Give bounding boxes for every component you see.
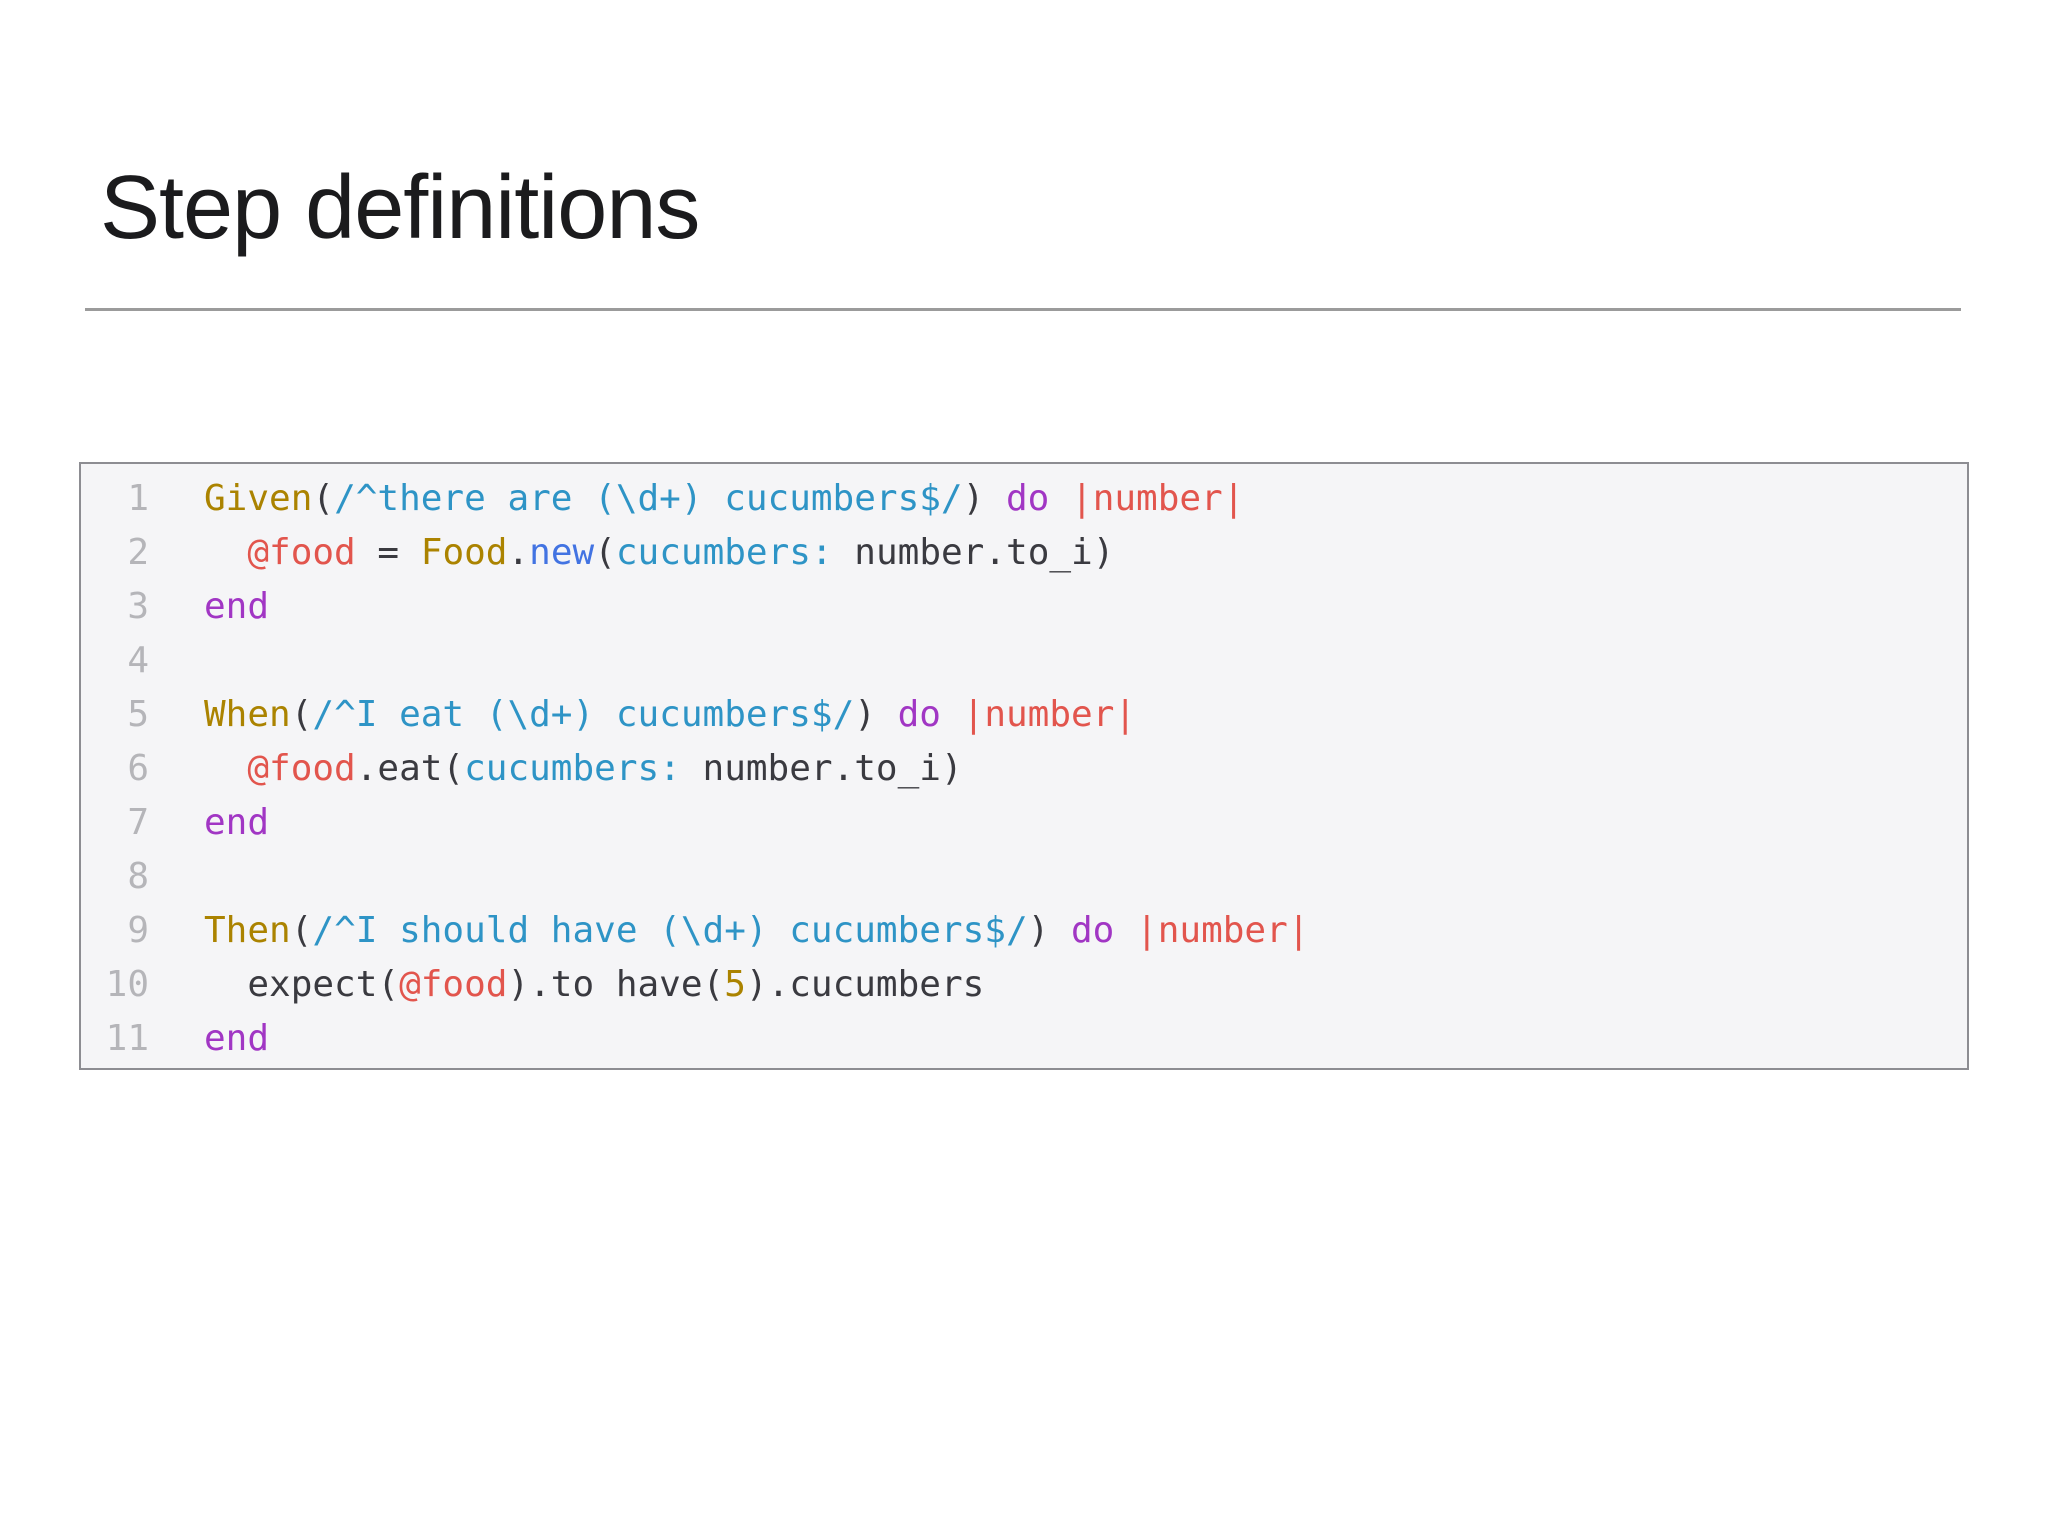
code-text: @food.eat(cucumbers: number.to_i) [204,748,963,789]
code-token-purple: do [897,694,941,735]
code-token-plain: ( [594,532,616,573]
code-text: @food = Food.new(cucumbers: number.to_i) [204,532,1114,573]
line-number: 10 [105,964,149,1005]
code-token-cyan: cucumbers: [464,748,681,789]
line-number: 3 [127,586,149,627]
code-token-plain: expect( [204,964,400,1005]
code-text: Then(/^I should have (\d+) cucumbers$/) … [204,910,1309,951]
code-token-cyan: cucumbers: [615,532,833,573]
code-text: expect(@food).to have(5).cucumbers [204,964,984,1005]
code-token-plain: ( [290,694,313,735]
code-text: end [204,1018,269,1059]
code-token-gold: Given [204,478,313,519]
code-token-plain: number.to_i) [832,532,1115,573]
code-token-cyan: /^there are (\d+) cucumbers$/ [334,478,963,519]
line-number: 1 [127,478,149,519]
line-number: 7 [127,802,149,843]
code-token-gold: 5 [724,964,746,1005]
code-token-cyan: /^I eat (\d+) cucumbers$/ [312,694,855,735]
code-token-plain: ( [290,910,313,951]
line-number: 4 [127,640,149,681]
code-token-plain [204,748,247,789]
code-line: 3 end [81,580,1967,634]
line-number: 11 [105,1018,149,1059]
code-token-cyan: /^I should have (\d+) cucumbers$/ [312,910,1028,951]
code-token-gold: Food [420,532,508,573]
code-line: 5 When(/^I eat (\d+) cucumbers$/) do |num… [81,688,1967,742]
code-token-plain [941,694,963,735]
code-token-plain: ) [1027,910,1071,951]
code-token-red: |number| [1071,478,1245,519]
code-token-gold: Then [204,910,291,951]
title-divider-line [85,308,1961,311]
code-line: 10 expect(@food).to have(5).cucumbers [81,958,1967,1012]
code-token-plain: .eat( [355,748,465,789]
code-token-plain: ) [962,478,1006,519]
code-line: 11 end [81,1012,1967,1066]
code-token-red: |number| [1136,910,1310,951]
code-text: end [204,802,269,843]
code-text: Given(/^there are (\d+) cucumbers$/) do … [204,478,1244,519]
code-token-purple: end [204,586,270,627]
code-text: When(/^I eat (\d+) cucumbers$/) do |numb… [204,694,1136,735]
code-line: 1 Given(/^there are (\d+) cucumbers$/) do… [81,472,1967,526]
code-token-purple: do [1071,910,1115,951]
code-token-plain: ) [854,694,898,735]
line-number: 5 [127,694,149,735]
code-token-plain: ).to have( [507,964,725,1005]
line-number: 8 [127,856,149,897]
code-token-plain: number.to_i) [680,748,963,789]
code-token-red: |number| [962,694,1137,735]
code-token-purple: end [204,1018,270,1059]
code-line: 6 @food.eat(cucumbers: number.to_i) [81,742,1967,796]
code-token-plain: ( [312,478,335,519]
code-token-purple: end [204,802,270,843]
code-line: 4 [81,634,1967,688]
page-title: Step definitions [100,158,700,258]
code-token-plain: ).cucumbers [745,964,985,1005]
code-line: 2 @food = Food.new(cucumbers: number.to_… [81,526,1967,580]
code-line: 8 [81,850,1967,904]
code-token-red: @food [247,532,356,573]
code-token-plain: . [507,532,530,573]
code-token-blue: new [529,532,595,573]
code-token-red: @food [399,964,508,1005]
line-number: 6 [127,748,149,789]
code-token-purple: do [1005,478,1050,519]
code-token-red: @food [247,748,356,789]
line-number: 9 [127,910,149,951]
code-token-gold: When [204,694,291,735]
line-number: 2 [127,532,149,573]
code-token-plain [1114,910,1136,951]
code-token-plain [204,532,247,573]
code-line: 9 Then(/^I should have (\d+) cucumbers$/)… [81,904,1967,958]
code-token-plain: = [355,532,421,573]
code-line: 7 end [81,796,1967,850]
code-token-plain [1049,478,1071,519]
code-text: end [204,586,269,627]
